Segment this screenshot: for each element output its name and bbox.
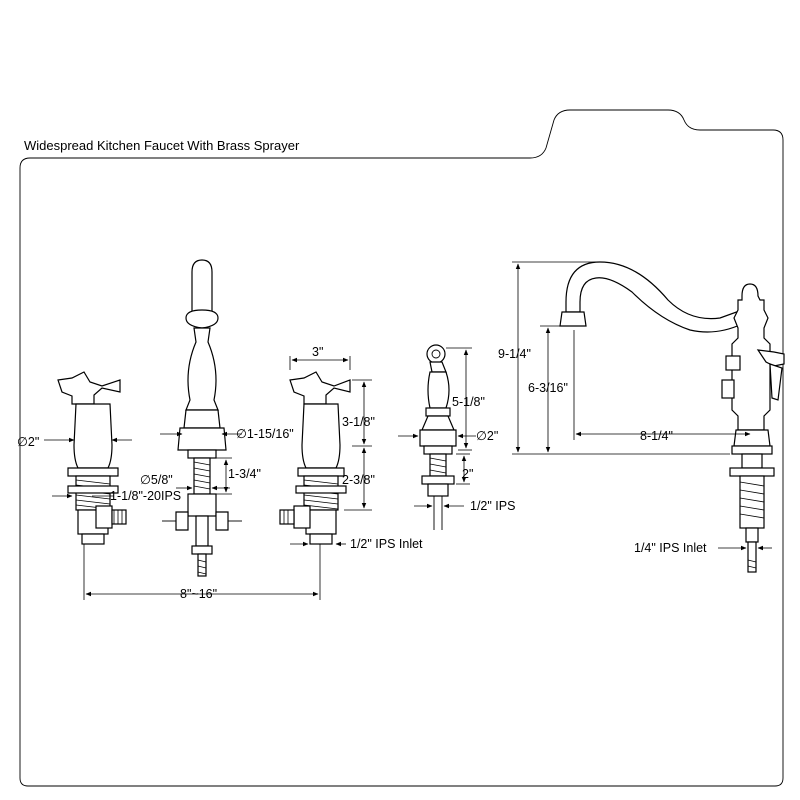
spout-reach-label: 8-1/4"	[640, 429, 673, 443]
body-height-label: 2-3/8"	[342, 473, 375, 487]
spout-base-dia-label: ∅1-15/16"	[236, 427, 294, 441]
side-inlet-label: 1/4" IPS Inlet	[634, 541, 707, 555]
left-handle-dia-label: ∅2"	[17, 435, 39, 449]
center-spout-front	[162, 259, 242, 577]
shank-dia-label: ∅5/8"	[140, 473, 173, 487]
sprayer-shank-label: 2"	[462, 467, 473, 481]
left-handle-valve	[57, 371, 127, 545]
drawing-title: Widespread Kitchen Faucet With Brass Spr…	[24, 138, 300, 153]
handle-width-label: 3"	[312, 345, 323, 359]
brass-sprayer	[419, 344, 457, 530]
shank-length-label: 1-3/4"	[228, 467, 261, 481]
drawing-frame	[19, 109, 784, 787]
left-supply-label: 1-1/8"-20IPS	[110, 489, 181, 503]
sprayer-height-label: 5-1/8"	[452, 395, 485, 409]
sprayer-ips-label: 1/2" IPS	[470, 499, 515, 513]
spout-clearance-label: 6-3/16"	[528, 381, 568, 395]
spout-height-label: 9-1/4"	[498, 347, 531, 361]
right-handle-valve	[279, 371, 351, 545]
inlet-label: 1/2" IPS Inlet	[350, 537, 423, 551]
sprayer-base-dia-label: ∅2"	[476, 429, 498, 443]
spread-label: 8"~16"	[180, 587, 217, 601]
handle-height-label: 3-1/8"	[342, 415, 375, 429]
spout-side-view	[559, 261, 785, 573]
